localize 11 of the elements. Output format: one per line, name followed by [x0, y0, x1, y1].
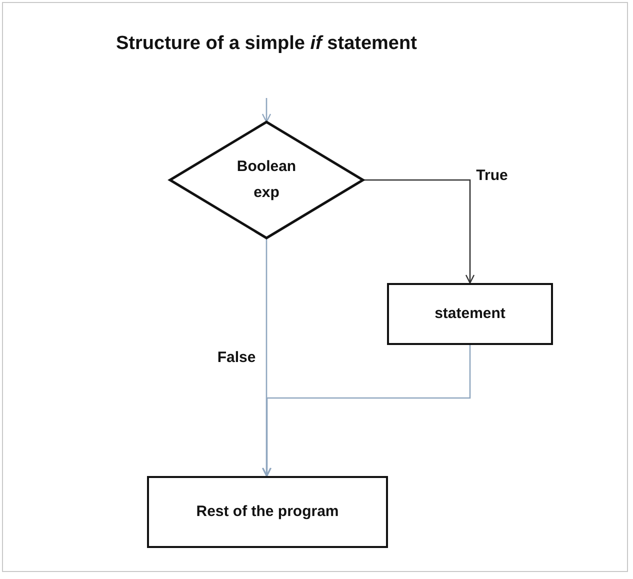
arrow [262, 238, 272, 477]
node-text: Rest of the program [196, 502, 339, 522]
arrow [363, 179, 475, 284]
arrow [262, 345, 471, 477]
node-text: Boolean exp [236, 157, 298, 203]
title: Structure of a simple if statement [116, 32, 417, 56]
decision-diamond [168, 120, 366, 240]
process-box [147, 476, 388, 548]
node-text: statement [434, 304, 506, 324]
arrow [262, 98, 272, 123]
process-box [387, 283, 553, 345]
